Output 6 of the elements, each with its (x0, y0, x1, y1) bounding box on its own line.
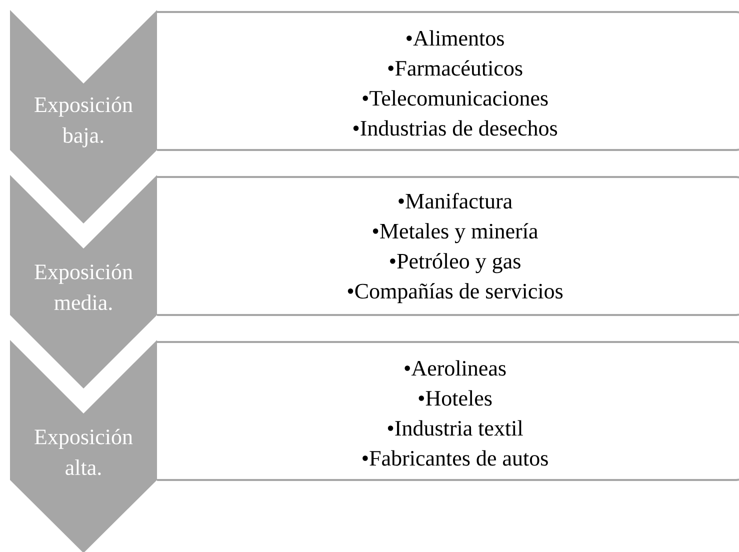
list-box: •Manifactura •Metales y minería •Petróleo y gas •Compañías de servicios (157, 176, 739, 316)
node-label: Exposición alta. (34, 428, 133, 476)
list-box: •Aerolineas •Hoteles •Industria textil •Fabricantes de autos (157, 341, 739, 481)
node-label: Exposición media. (34, 264, 133, 310)
node-label: Exposición baja. (34, 96, 133, 148)
list-box: •Alimentos •Farmacéuticos •Telecomunicaciones •Industrias de desechos (157, 11, 739, 151)
